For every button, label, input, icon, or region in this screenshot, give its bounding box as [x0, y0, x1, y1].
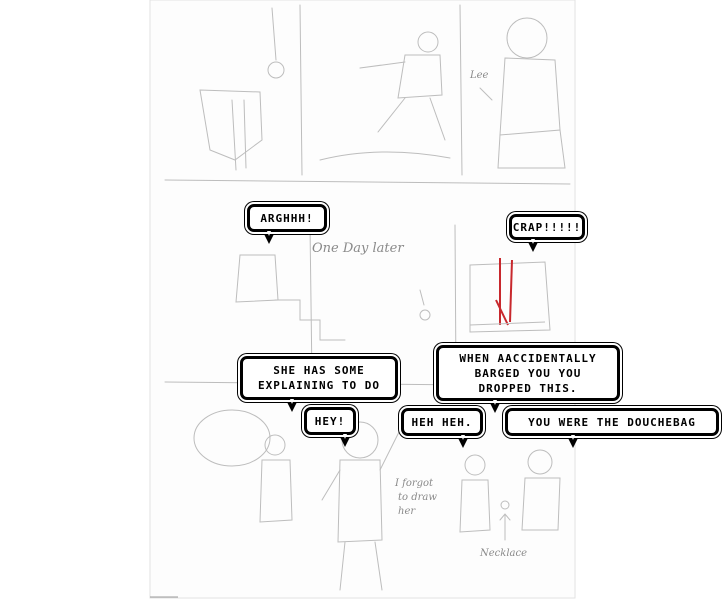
sketch-arm-7b [321, 469, 341, 501]
sketch-blood-2 [509, 259, 513, 323]
sketch-legs-1 [231, 99, 247, 171]
speech-tail-arghhh [264, 231, 274, 244]
label-forgot-line-2: to draw [398, 492, 437, 503]
panel-border-v3 [309, 224, 313, 381]
sketch-necklace [500, 500, 510, 510]
sketch-floor-5 [469, 321, 546, 326]
label-lee: Lee [470, 70, 489, 81]
label-forgot-line-3: her [398, 506, 416, 517]
sketch-head-8 [464, 454, 486, 476]
sketch-arrow-5 [419, 289, 425, 306]
speech-bubble-hey: HEY! [304, 407, 356, 435]
label-necklace: Necklace [480, 548, 528, 559]
speech-tail-douchebag [568, 435, 578, 448]
sketch-body-2 [397, 54, 443, 99]
panel-border-v1 [299, 4, 303, 176]
sketch-rope [271, 7, 277, 61]
sketch-head-lee [506, 17, 548, 59]
sketch-legs-2 [377, 97, 446, 141]
sketch-body-6 [259, 459, 293, 523]
sketch-pointer-lee [479, 87, 493, 101]
sketch-stairs [274, 299, 346, 341]
speech-tail-hey [340, 434, 350, 447]
speech-tail-heh [458, 435, 468, 448]
sketch-body-5 [469, 261, 551, 333]
sketch-body-8 [459, 479, 491, 533]
sketch-arm-7 [379, 429, 401, 471]
sketch-ground-2 [319, 151, 451, 161]
paper-sheet [149, 0, 576, 599]
sketch-legs-7 [339, 541, 383, 591]
sketch-arrow-necklace [499, 513, 511, 541]
speech-bubble-crap: CRAP!!!!! [509, 214, 585, 240]
sketch-small-head [419, 309, 431, 321]
speech-tail-barged [490, 400, 500, 413]
panel-border-v2 [459, 4, 463, 176]
sketch-blood-3 [495, 299, 509, 326]
speech-bubble-explaining: SHE HAS SOME EXPLAINING TO DO [240, 356, 398, 400]
sketch-head-9 [527, 449, 553, 475]
label-forgot-line-1: I forgot [395, 478, 434, 489]
sketch-thought-bubble [193, 409, 271, 467]
sketch-skirt-lee [497, 129, 566, 169]
sketch-body-7 [337, 459, 383, 543]
speech-tail-crap [528, 239, 538, 252]
speech-tail-explaining [287, 399, 297, 412]
panel-border-h1 [164, 179, 571, 185]
sketch-figure-1 [199, 89, 263, 161]
sketch-arm-2 [359, 61, 406, 69]
sketch-head-2 [417, 31, 439, 53]
label-one-day-later: One Day later [312, 241, 404, 256]
sketch-head-6 [264, 434, 286, 456]
speech-bubble-arghhh: ARGHHH! [247, 204, 327, 232]
sketch-body-9 [521, 477, 561, 531]
speech-bubble-douchebag: YOU WERE THE DOUCHEBAG [505, 408, 719, 436]
sketch-head-1 [267, 61, 285, 79]
speech-bubble-barged: WHEN AACCIDENTALLY BARGED YOU YOU DROPPE… [436, 345, 620, 401]
speech-bubble-heh: HEH HEH. [401, 408, 483, 436]
